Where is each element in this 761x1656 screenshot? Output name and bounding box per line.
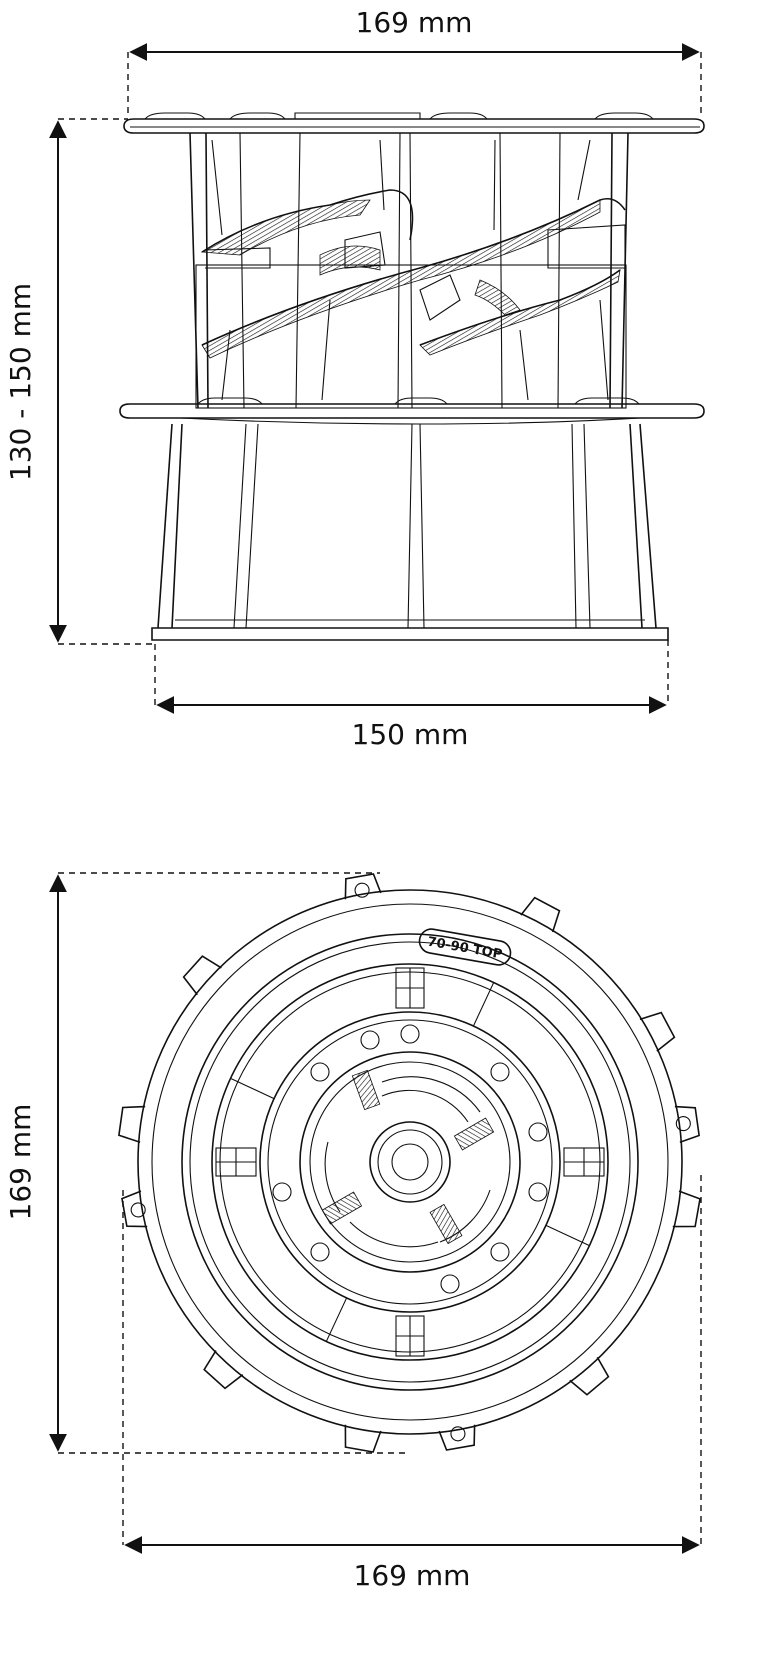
outer-ring xyxy=(137,889,683,1435)
top-view: 169 mm 169 mm xyxy=(4,872,702,1592)
height-label: 130 - 150 mm xyxy=(4,283,37,481)
top-view-height-label: 169 mm xyxy=(4,1104,37,1221)
top-width-dimension: 169 mm xyxy=(127,6,702,118)
top-view-width-label: 169 mm xyxy=(354,1559,471,1592)
base-width-dimension: 150 mm xyxy=(154,640,669,751)
side-view: 169 mm 130 - 150 mm xyxy=(4,6,705,751)
top-width-label: 169 mm xyxy=(356,6,473,39)
top-view-height-dimension: 169 mm xyxy=(4,872,410,1454)
radial-slots xyxy=(215,967,605,1357)
base-body xyxy=(151,423,669,641)
top-view-width-dimension: 169 mm xyxy=(122,1175,702,1592)
perimeter-tabs xyxy=(118,873,701,1453)
middle-rings xyxy=(211,963,609,1361)
middle-flange xyxy=(119,397,705,425)
height-dimension: 130 - 150 mm xyxy=(4,118,155,645)
bolt-holes xyxy=(272,1024,548,1294)
top-plate xyxy=(123,112,705,134)
threaded-spindle xyxy=(195,189,627,409)
model-badge: 70-90 TOP xyxy=(418,928,512,966)
base-width-label: 150 mm xyxy=(352,718,469,751)
inner-grips xyxy=(321,1069,495,1248)
